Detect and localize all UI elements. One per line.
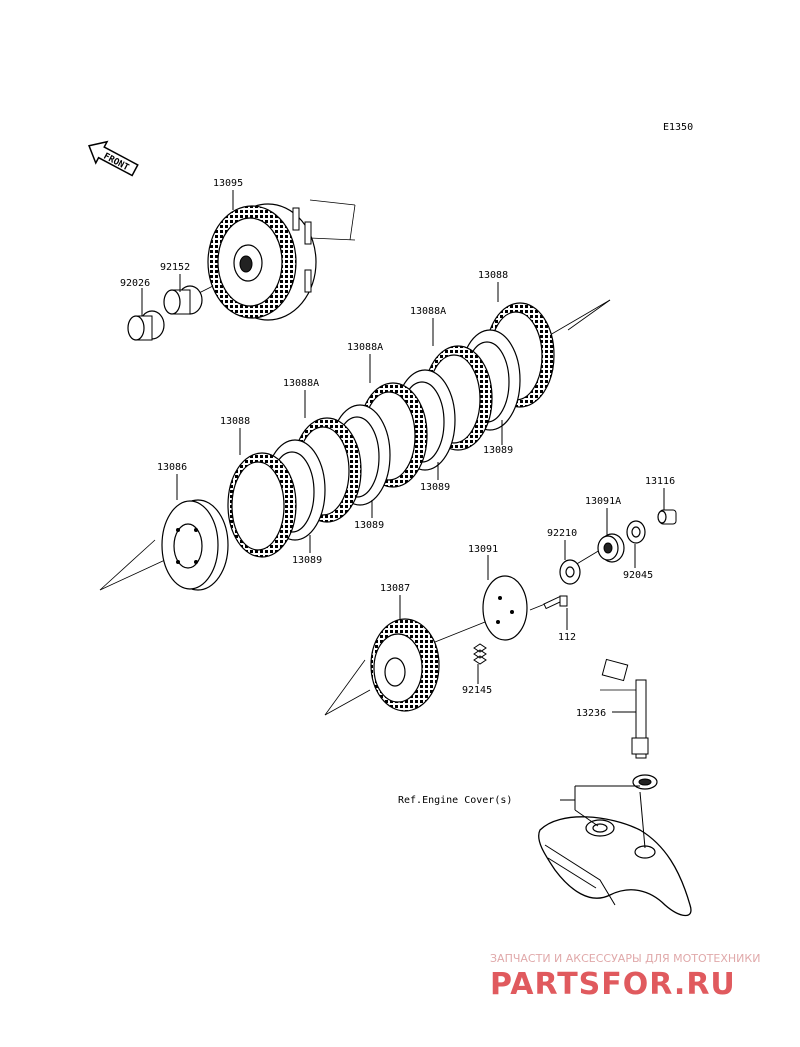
friction-plate-13088-left — [227, 452, 297, 558]
label-13088-top: 13088 — [478, 270, 508, 281]
label-13089-1: 13089 — [483, 445, 513, 456]
spring-92145 — [473, 643, 487, 665]
label-13089-3: 13089 — [354, 520, 384, 531]
label-92145: 92145 — [462, 685, 492, 696]
label-13088-left: 13088 — [220, 416, 250, 427]
label-92152: 92152 — [160, 262, 190, 273]
engine-cover-fragment — [538, 816, 692, 917]
label-92045: 92045 — [623, 570, 653, 581]
label-13087: 13087 — [380, 583, 410, 594]
label-13095: 13095 — [213, 178, 243, 189]
label-13091: 13091 — [468, 544, 498, 555]
label-13088A-3: 13088A — [283, 378, 319, 389]
pressure-plate-13086 — [161, 499, 229, 591]
label-13236: 13236 — [576, 708, 606, 719]
label-13116: 13116 — [645, 476, 675, 487]
oil-seal — [632, 774, 658, 790]
bolt-112 — [543, 595, 568, 610]
label-13089-2: 13089 — [420, 482, 450, 493]
label-13089-4: 13089 — [292, 555, 322, 566]
watermark: ЗАПЧАСТИ И АКСЕССУАРЫ ДЛЯ МОТОТЕХНИКИ PA… — [490, 952, 760, 1002]
pin-13116 — [657, 509, 677, 525]
sleeve-92152 — [163, 285, 203, 315]
label-ref-engine-cover: Ref.Engine Cover(s) — [398, 795, 512, 806]
lifter-plate-13091 — [482, 575, 528, 641]
diagram-code: E1350 — [663, 122, 693, 133]
label-112: 112 — [558, 632, 576, 643]
label-92210: 92210 — [547, 528, 577, 539]
watermark-brand: PARTSFOR.RU — [490, 967, 736, 1002]
part-labels: 13095 92152 92026 13088 13088A 13088A 13… — [120, 178, 675, 806]
label-13088A-2: 13088A — [347, 342, 383, 353]
bearing-92045 — [626, 520, 646, 544]
leader-lines — [141, 190, 665, 849]
clutch-housing-13095 — [207, 203, 317, 321]
front-arrow-icon: FRONT — [88, 140, 139, 177]
label-13086: 13086 — [157, 462, 187, 473]
clutch-hub-13087 — [370, 618, 440, 712]
label-13088A-1: 13088A — [410, 306, 446, 317]
nut-92210 — [559, 559, 581, 585]
watermark-tagline: ЗАПЧАСТИ И АКСЕССУАРЫ ДЛЯ МОТОТЕХНИКИ — [490, 952, 760, 965]
bearing-13091A — [597, 533, 625, 563]
label-92026: 92026 — [120, 278, 150, 289]
label-13091A: 13091A — [585, 496, 621, 507]
collar-92026 — [127, 310, 165, 341]
shaft-13236 — [601, 658, 649, 759]
